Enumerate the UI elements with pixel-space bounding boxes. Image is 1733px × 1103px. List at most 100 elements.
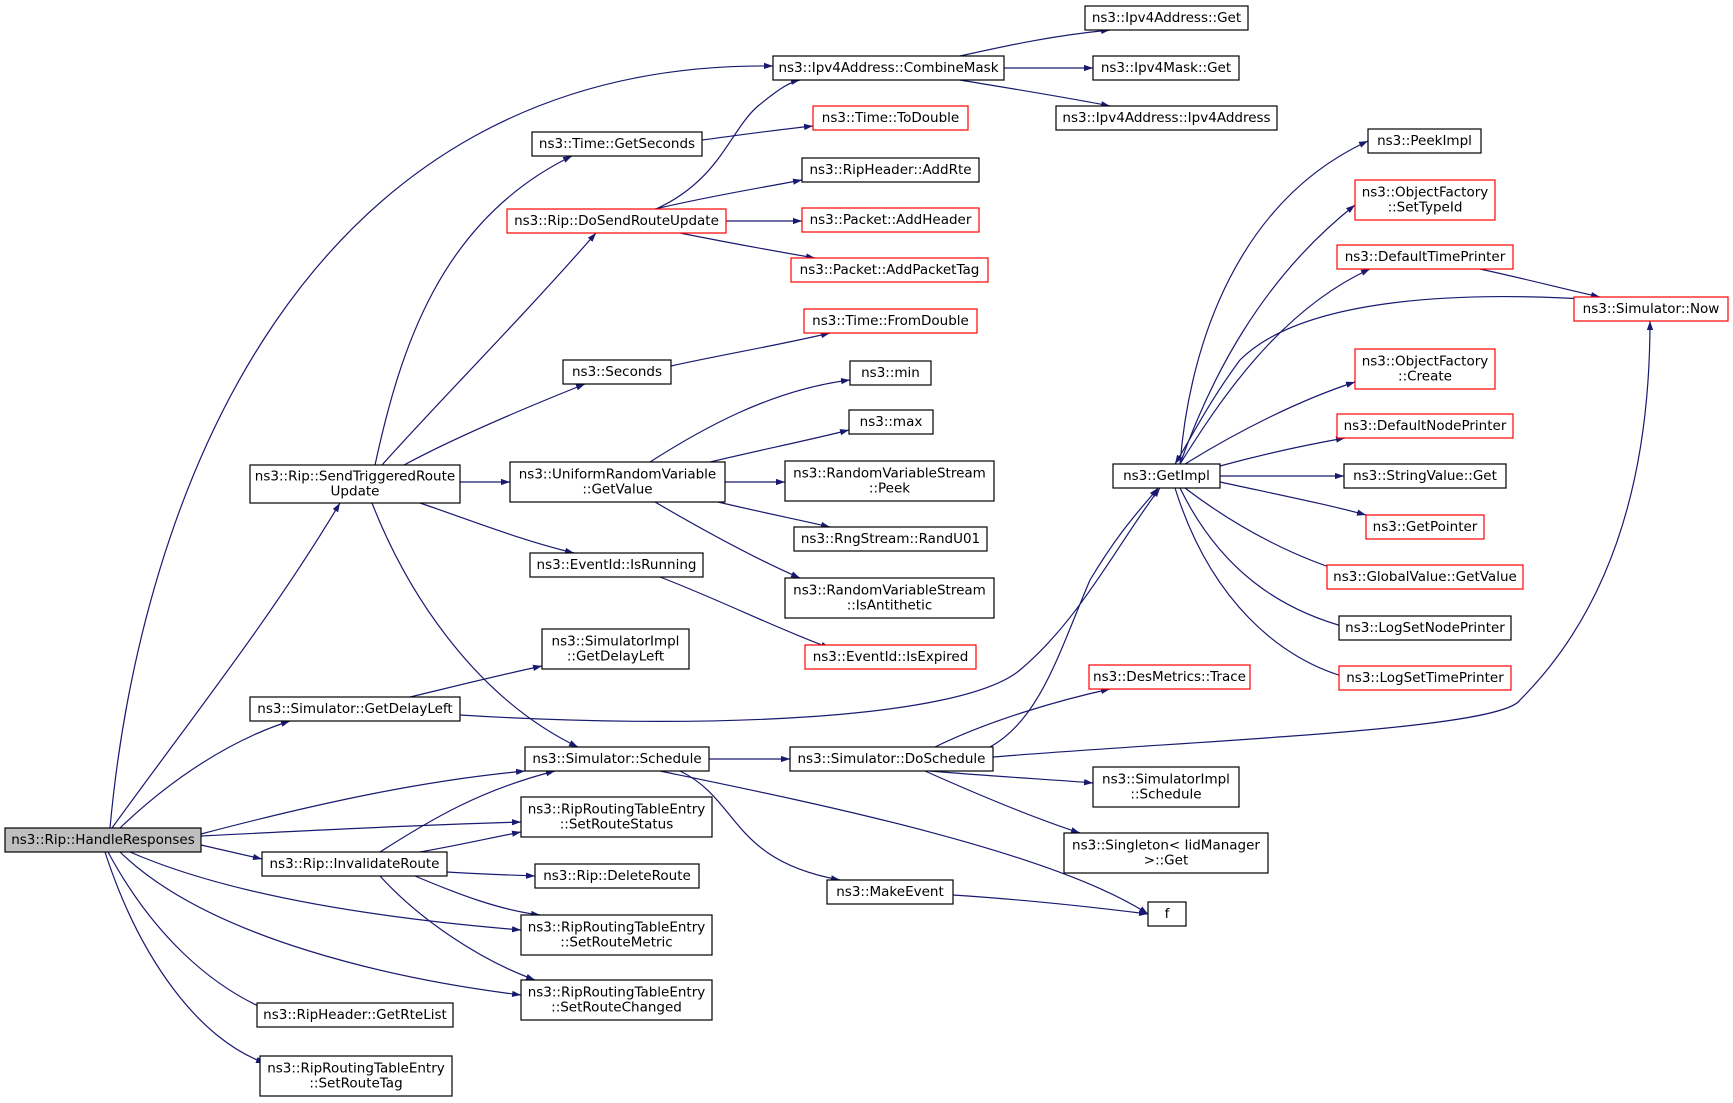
node-logSetTimePrinter[interactable]: ns3::LogSetTimePrinter (1338, 665, 1512, 691)
node-label: ns3::Singleton< IidManager (1072, 838, 1260, 854)
node-label: ns3::GlobalValue::GetValue (1333, 569, 1517, 585)
node-simNow[interactable]: ns3::Simulator::Now (1573, 296, 1729, 322)
node-isExpired[interactable]: ns3::EventId::IsExpired (804, 644, 977, 670)
node-singletonGet[interactable]: ns3::Singleton< IidManager>::Get (1063, 832, 1269, 874)
edge-uniformGetValue-to-max (709, 429, 850, 463)
edge-handleResponses-to-setRouteTag (104, 851, 266, 1064)
node-label: ns3::RipHeader::GetRteList (263, 1007, 447, 1023)
node-max[interactable]: ns3::max (848, 409, 934, 435)
node-defaultTimePrinter[interactable]: ns3::DefaultTimePrinter (1336, 244, 1514, 270)
node-label: ns3::DesMetrics::Trace (1093, 669, 1246, 685)
edge-seconds-to-fromDouble (670, 332, 831, 367)
edge-invalidateRoute-to-simSchedule (379, 770, 556, 853)
node-simImplSchedule[interactable]: ns3::SimulatorImpl::Schedule (1092, 766, 1240, 808)
node-label: ns3::Time::FromDouble (812, 313, 969, 329)
edge-doSchedule-to-getImpl (989, 487, 1159, 748)
node-box (1365, 514, 1485, 540)
node-simSchedule[interactable]: ns3::Simulator::Schedule (524, 746, 710, 772)
edge-doSendRouteUpdate-to-addRte (654, 178, 803, 210)
edge-handleResponses-to-simSchedule (200, 768, 526, 835)
node-doSendRouteUpdate[interactable]: ns3::Rip::DoSendRouteUpdate (506, 208, 727, 234)
node-label: ns3::max (860, 414, 923, 430)
node-f[interactable]: f (1147, 901, 1187, 927)
node-setRouteTag[interactable]: ns3::RipRoutingTableEntry::SetRouteTag (259, 1055, 453, 1097)
node-label: ns3::StringValue::Get (1353, 468, 1497, 484)
node-addRte[interactable]: ns3::RipHeader::AddRte (801, 157, 980, 183)
node-defaultNodePrinter[interactable]: ns3::DefaultNodePrinter (1336, 413, 1514, 439)
edge-sendTriggered-to-seconds (403, 383, 586, 466)
node-rvsPeek[interactable]: ns3::RandomVariableStream::Peek (784, 460, 995, 502)
node-label: ns3::RandomVariableStream (793, 583, 986, 599)
node-deleteRoute[interactable]: ns3::Rip::DeleteRoute (534, 863, 700, 889)
node-label: ::Peek (869, 481, 910, 497)
node-setRouteStatus[interactable]: ns3::RipRoutingTableEntry::SetRouteStatu… (520, 796, 713, 838)
node-label: ns3::Rip::HandleResponses (11, 832, 195, 848)
node-globalValueGetValue[interactable]: ns3::GlobalValue::GetValue (1326, 564, 1524, 590)
node-box (1112, 463, 1221, 489)
node-seconds[interactable]: ns3::Seconds (562, 359, 672, 385)
node-handleResponses[interactable]: ns3::Rip::HandleResponses (4, 827, 202, 853)
node-doSchedule[interactable]: ns3::Simulator::DoSchedule (789, 746, 994, 772)
node-getPointer[interactable]: ns3::GetPointer (1365, 514, 1485, 540)
node-label: ns3::Seconds (572, 364, 662, 380)
node-label: ns3::Rip::SendTriggeredRoute (255, 469, 455, 485)
node-box (784, 577, 995, 619)
edge-handleResponses-to-setRouteMetric (129, 851, 522, 933)
node-box (1326, 564, 1524, 590)
node-box (801, 207, 980, 233)
node-min[interactable]: ns3::min (849, 360, 932, 386)
edge-getImpl-to-logSetTimePrinter (1174, 487, 1350, 679)
node-peekImpl[interactable]: ns3::PeekImpl (1367, 128, 1482, 154)
node-ofCreate[interactable]: ns3::ObjectFactory::Create (1354, 348, 1496, 390)
node-fromDouble[interactable]: ns3::Time::FromDouble (803, 308, 978, 334)
node-getImpl[interactable]: ns3::GetImpl (1112, 463, 1221, 489)
edge-handleResponses-to-getRteList (107, 851, 281, 1016)
node-combineMask[interactable]: ns3::Ipv4Address::CombineMask (772, 55, 1005, 81)
node-simGetDelayLeft[interactable]: ns3::Simulator::GetDelayLeft (249, 696, 461, 722)
node-label: ::Schedule (1130, 787, 1201, 803)
node-ipv4AddrGet[interactable]: ns3::Ipv4Address::Get (1084, 5, 1249, 31)
node-setTypeId[interactable]: ns3::ObjectFactory::SetTypeId (1354, 179, 1496, 221)
node-label: ns3::Ipv4Address::Get (1092, 10, 1241, 26)
node-box (793, 526, 988, 552)
node-timeToDouble[interactable]: ns3::Time::ToDouble (812, 105, 969, 131)
node-box (261, 851, 448, 877)
node-box (1354, 179, 1496, 221)
node-randU01[interactable]: ns3::RngStream::RandU01 (793, 526, 988, 552)
edge-simSchedule-to-f (659, 770, 1149, 915)
node-logSetNodePrinter[interactable]: ns3::LogSetNodePrinter (1338, 615, 1512, 641)
node-label: ns3::LogSetNodePrinter (1345, 620, 1505, 636)
node-box (803, 308, 978, 334)
node-timeGetSeconds[interactable]: ns3::Time::GetSeconds (531, 131, 703, 157)
node-ipv4AddrCtor[interactable]: ns3::Ipv4Address::Ipv4Address (1055, 105, 1278, 131)
node-label: ns3::RipHeader::AddRte (809, 162, 971, 178)
node-invalidateRoute[interactable]: ns3::Rip::InvalidateRoute (261, 851, 448, 877)
node-label: ns3::EventId::IsExpired (813, 649, 969, 665)
node-makeEvent[interactable]: ns3::MakeEvent (826, 879, 954, 905)
edge-getImpl-to-defaultNodePrinter (1219, 436, 1346, 467)
edge-doSchedule-to-simNow (992, 320, 1654, 758)
node-addPacketTag[interactable]: ns3::Packet::AddPacketTag (790, 257, 989, 283)
node-label: ns3::RipRoutingTableEntry (528, 985, 706, 1001)
node-label: ns3::Time::ToDouble (822, 110, 959, 126)
node-label: ::SetRouteTag (309, 1076, 402, 1092)
node-setRouteChanged[interactable]: ns3::RipRoutingTableEntry::SetRouteChang… (520, 979, 713, 1021)
node-label: ns3::ObjectFactory (1362, 354, 1489, 370)
edge-doSchedule-to-singletonGet (924, 770, 1081, 834)
node-simImplGetDelayLeft[interactable]: ns3::SimulatorImpl::GetDelayLeft (541, 628, 690, 670)
node-setRouteMetric[interactable]: ns3::RipRoutingTableEntry::SetRouteMetri… (520, 914, 713, 956)
edge-sendTriggered-to-simSchedule (371, 502, 579, 748)
node-label: ::SetTypeId (1388, 200, 1463, 216)
node-getRteList[interactable]: ns3::RipHeader::GetRteList (256, 1002, 454, 1028)
node-isAntithetic[interactable]: ns3::RandomVariableStream::IsAntithetic (784, 577, 995, 619)
node-uniformGetValue[interactable]: ns3::UniformRandomVariable::GetValue (509, 461, 726, 503)
node-stringValueGet[interactable]: ns3::StringValue::Get (1343, 463, 1507, 489)
node-addHeader[interactable]: ns3::Packet::AddHeader (801, 207, 980, 233)
node-desMetricsTrace[interactable]: ns3::DesMetrics::Trace (1088, 664, 1251, 690)
node-ipv4MaskGet[interactable]: ns3::Ipv4Mask::Get (1092, 55, 1240, 81)
node-box (259, 1055, 453, 1097)
node-box (524, 746, 710, 772)
node-eventIsRunning[interactable]: ns3::EventId::IsRunning (529, 552, 704, 578)
node-label: ns3::Ipv4Address::Ipv4Address (1062, 110, 1270, 126)
